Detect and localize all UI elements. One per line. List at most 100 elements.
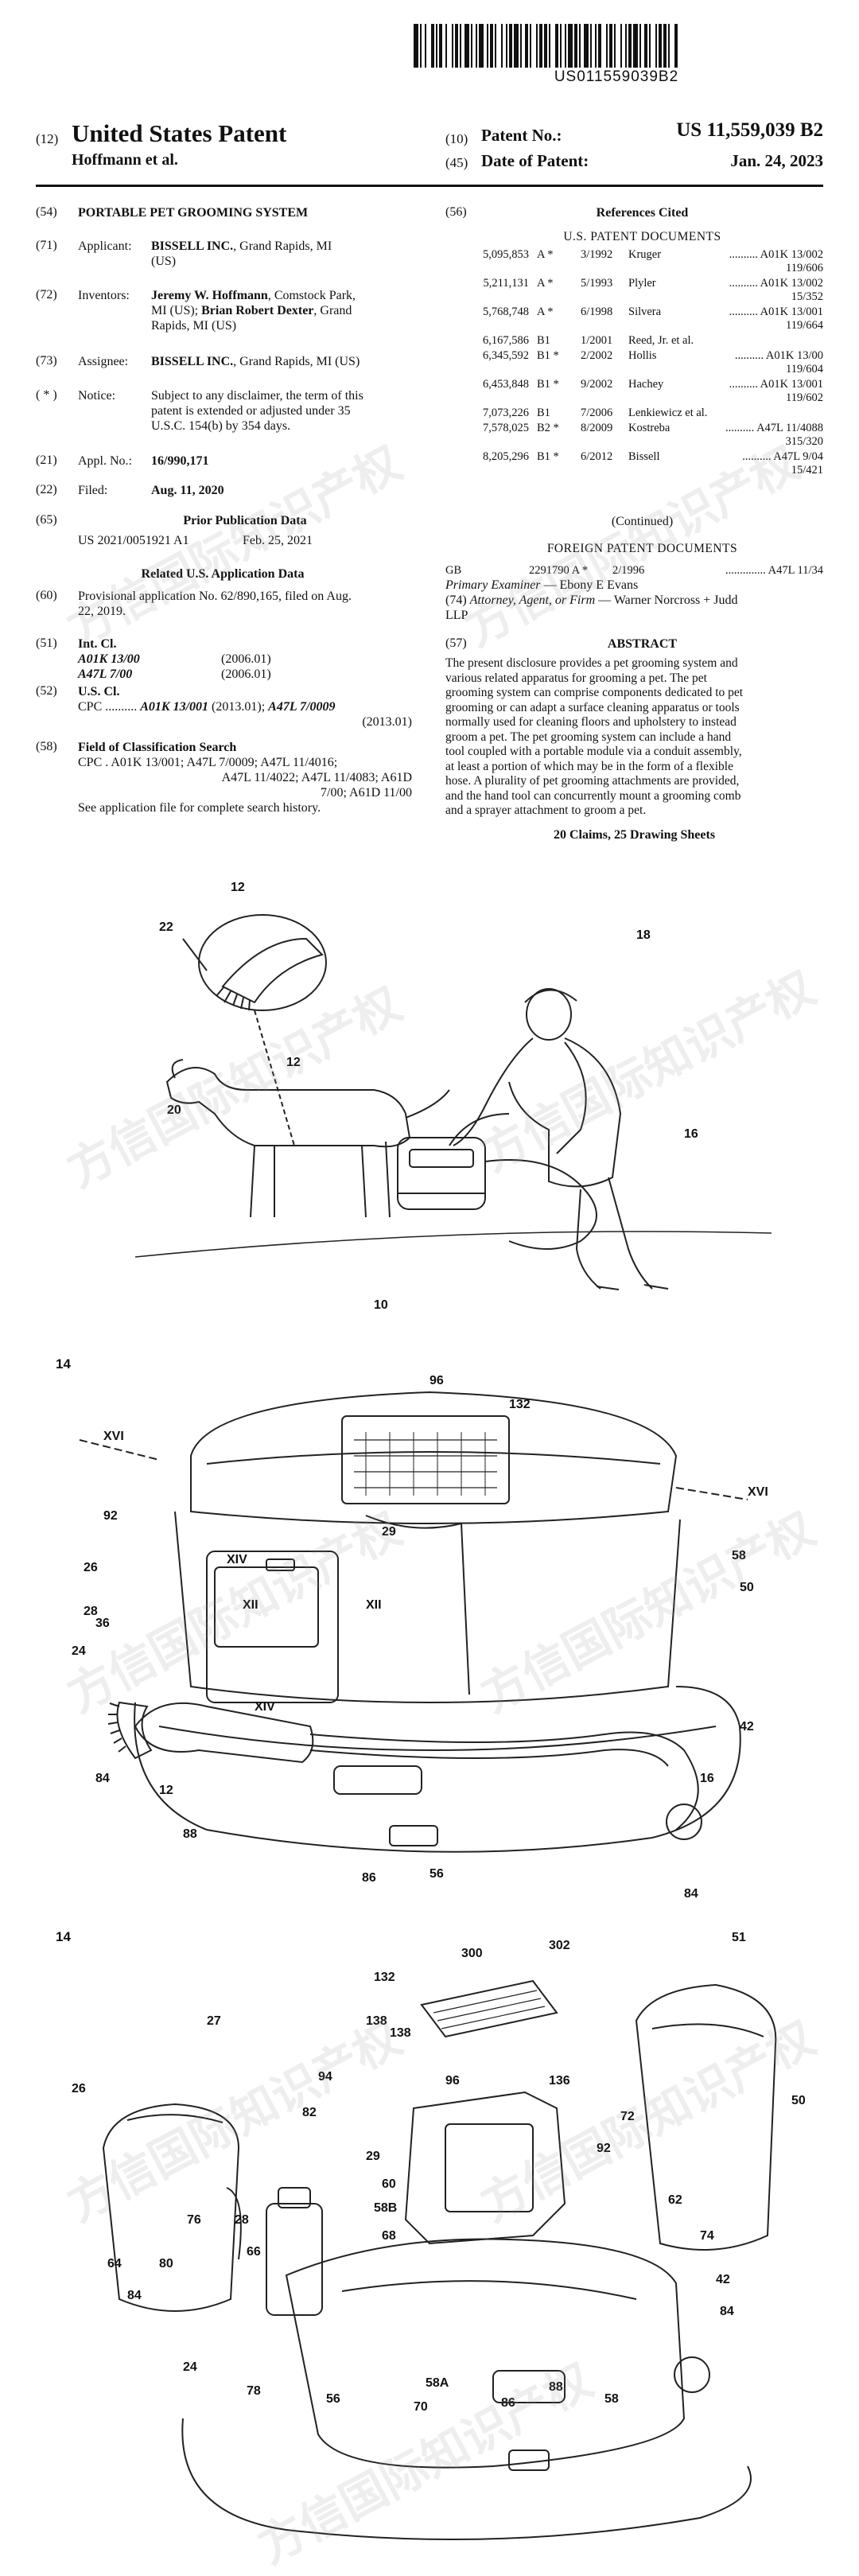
barcode-bar <box>579 24 581 68</box>
fig3-label: 62 <box>668 2193 682 2207</box>
field-search-label: Field of Classification Search <box>78 741 237 754</box>
fig3-label: 136 <box>549 2074 570 2088</box>
fig3-label: 70 <box>414 2400 428 2414</box>
fig3-label: 42 <box>716 2273 730 2286</box>
fig2-label: 16 <box>700 1772 714 1785</box>
fig2-label: 86 <box>362 1871 376 1885</box>
figure-3-drawing: 14 51 300 302 27 132 138 26 136 96 94 82… <box>56 1929 806 2540</box>
int-cl-2: A47L 7/00 <box>78 667 133 681</box>
barcode-bar <box>625 24 627 68</box>
barcode-bar <box>439 24 442 68</box>
abstract-line: at least a portion of which may be in th… <box>445 759 733 773</box>
reference-class: .......... A01K 13/002 <box>729 277 823 290</box>
fig3-label: 80 <box>159 2257 173 2271</box>
barcode-bar <box>560 24 562 68</box>
barcode-bar <box>425 24 426 68</box>
abstract-line: and the hand tool can concurrently mount… <box>445 788 741 803</box>
reference-number: 6,453,848 <box>483 378 529 391</box>
barcode-bar <box>614 24 616 68</box>
code-22: (22) <box>36 483 57 496</box>
fig2-label: XIV <box>255 1700 275 1714</box>
reference-subclass: 119/602 <box>786 391 823 404</box>
fig2-label: 50 <box>740 1581 754 1594</box>
barcode-bar <box>506 24 507 68</box>
barcode-bar <box>574 24 577 68</box>
invention-title: PORTABLE PET GROOMING SYSTEM <box>78 206 309 220</box>
patent-number: US 11,559,039 B2 <box>676 119 823 141</box>
inventors-line2: MI (US); Brian Robert Dexter, Grand <box>151 304 352 317</box>
claims-summary: 20 Claims, 25 Drawing Sheets <box>553 828 716 842</box>
figure-2-drawing: 14 XVI 96 132 XVI 92 29 58 26 XIV 50 28 … <box>56 1356 768 1901</box>
date-label: Date of Patent: <box>481 151 589 170</box>
us-cl-cpc: CPC .......... A01K 13/001 (2013.01); A4… <box>78 700 336 714</box>
reference-subclass: 315/320 <box>785 435 823 448</box>
abstract-heading: ABSTRACT <box>607 637 678 651</box>
fig3-label: 302 <box>549 1939 570 1952</box>
foreign-number: 2291790 A * <box>529 564 589 577</box>
fig3-filter <box>420 1979 558 2038</box>
fig2-lid <box>190 1391 678 1524</box>
us-cl-date: (2013.01) <box>362 715 412 729</box>
barcode-bar <box>431 24 434 68</box>
barcode-bar <box>509 24 512 68</box>
reference-number: 5,211,131 <box>483 277 529 290</box>
barcode-bar <box>471 24 472 68</box>
abstract-line: hose. A plurality of pet grooming attach… <box>445 774 740 788</box>
code-10: (10) <box>445 131 468 146</box>
fig2-label: 96 <box>430 1374 444 1387</box>
assignee-label: Assignee: <box>78 355 129 368</box>
fig1-inset-circle <box>198 914 327 1011</box>
barcode-bar <box>674 24 678 68</box>
barcode-number: US011559039B2 <box>554 68 679 85</box>
fig3-label: 64 <box>107 2257 122 2271</box>
barcode-bar <box>565 24 566 68</box>
fig3-label: 24 <box>183 2360 197 2374</box>
fig1-label: 12 <box>231 881 245 894</box>
fig3-label: 58A <box>426 2376 449 2390</box>
fig2-label: 28 <box>84 1605 98 1618</box>
fig1-label: 16 <box>684 1127 698 1141</box>
fig2-label: 88 <box>183 1827 197 1841</box>
reference-date: 7/2006 <box>581 407 613 419</box>
fig1-label: 22 <box>159 920 173 934</box>
reference-kind: B1 <box>537 334 550 347</box>
fig2-label: 36 <box>95 1617 110 1630</box>
reference-kind: B1 * <box>537 378 559 391</box>
foreign-country: GB <box>445 564 462 577</box>
reference-name: Kruger <box>628 248 662 261</box>
barcode-bar <box>476 24 477 68</box>
code-60: (60) <box>36 589 57 602</box>
fig2-body <box>174 1511 681 1703</box>
prior-publication-number: US 2021/0051921 A1 <box>78 534 189 547</box>
barcode-bar <box>514 24 519 68</box>
barcode-bar <box>644 24 647 68</box>
reference-kind: A * <box>537 248 554 261</box>
fig3-left-shell <box>102 2103 240 2312</box>
attorney-line2: LLP <box>445 609 468 622</box>
fig2-label: XIV <box>227 1553 247 1566</box>
barcode-bar <box>544 24 547 68</box>
barcode-bar <box>659 24 662 68</box>
notice-line2: patent is extended or adjusted under 35 <box>151 404 351 418</box>
reference-date: 6/1998 <box>581 305 613 318</box>
code-72: (72) <box>36 288 57 302</box>
barcode-bar <box>555 24 558 68</box>
attorney: (74) Attorney, Agent, or Firm — Warner N… <box>445 593 738 607</box>
code-54: (54) <box>36 205 57 219</box>
barcode-bar <box>464 24 469 68</box>
barcode-bar <box>536 24 538 68</box>
reference-date: 9/2002 <box>581 378 613 391</box>
reference-kind: B1 * <box>537 349 559 362</box>
reference-class: .......... A01K 13/001 <box>729 378 823 391</box>
barcode-bar <box>495 24 496 68</box>
barcode-bar <box>501 24 503 68</box>
fig3-label: 76 <box>187 2213 201 2227</box>
abstract-line: normally used for cleaning floors and up… <box>445 715 737 729</box>
fig2-label: 84 <box>95 1772 110 1785</box>
fig1-person-arm <box>453 1037 534 1146</box>
patent-date: Jan. 24, 2023 <box>730 151 823 170</box>
fig3-label: 78 <box>247 2384 261 2398</box>
fig3-base <box>285 2238 686 2469</box>
barcode-bar <box>420 24 422 68</box>
barcode-bar <box>525 24 528 68</box>
